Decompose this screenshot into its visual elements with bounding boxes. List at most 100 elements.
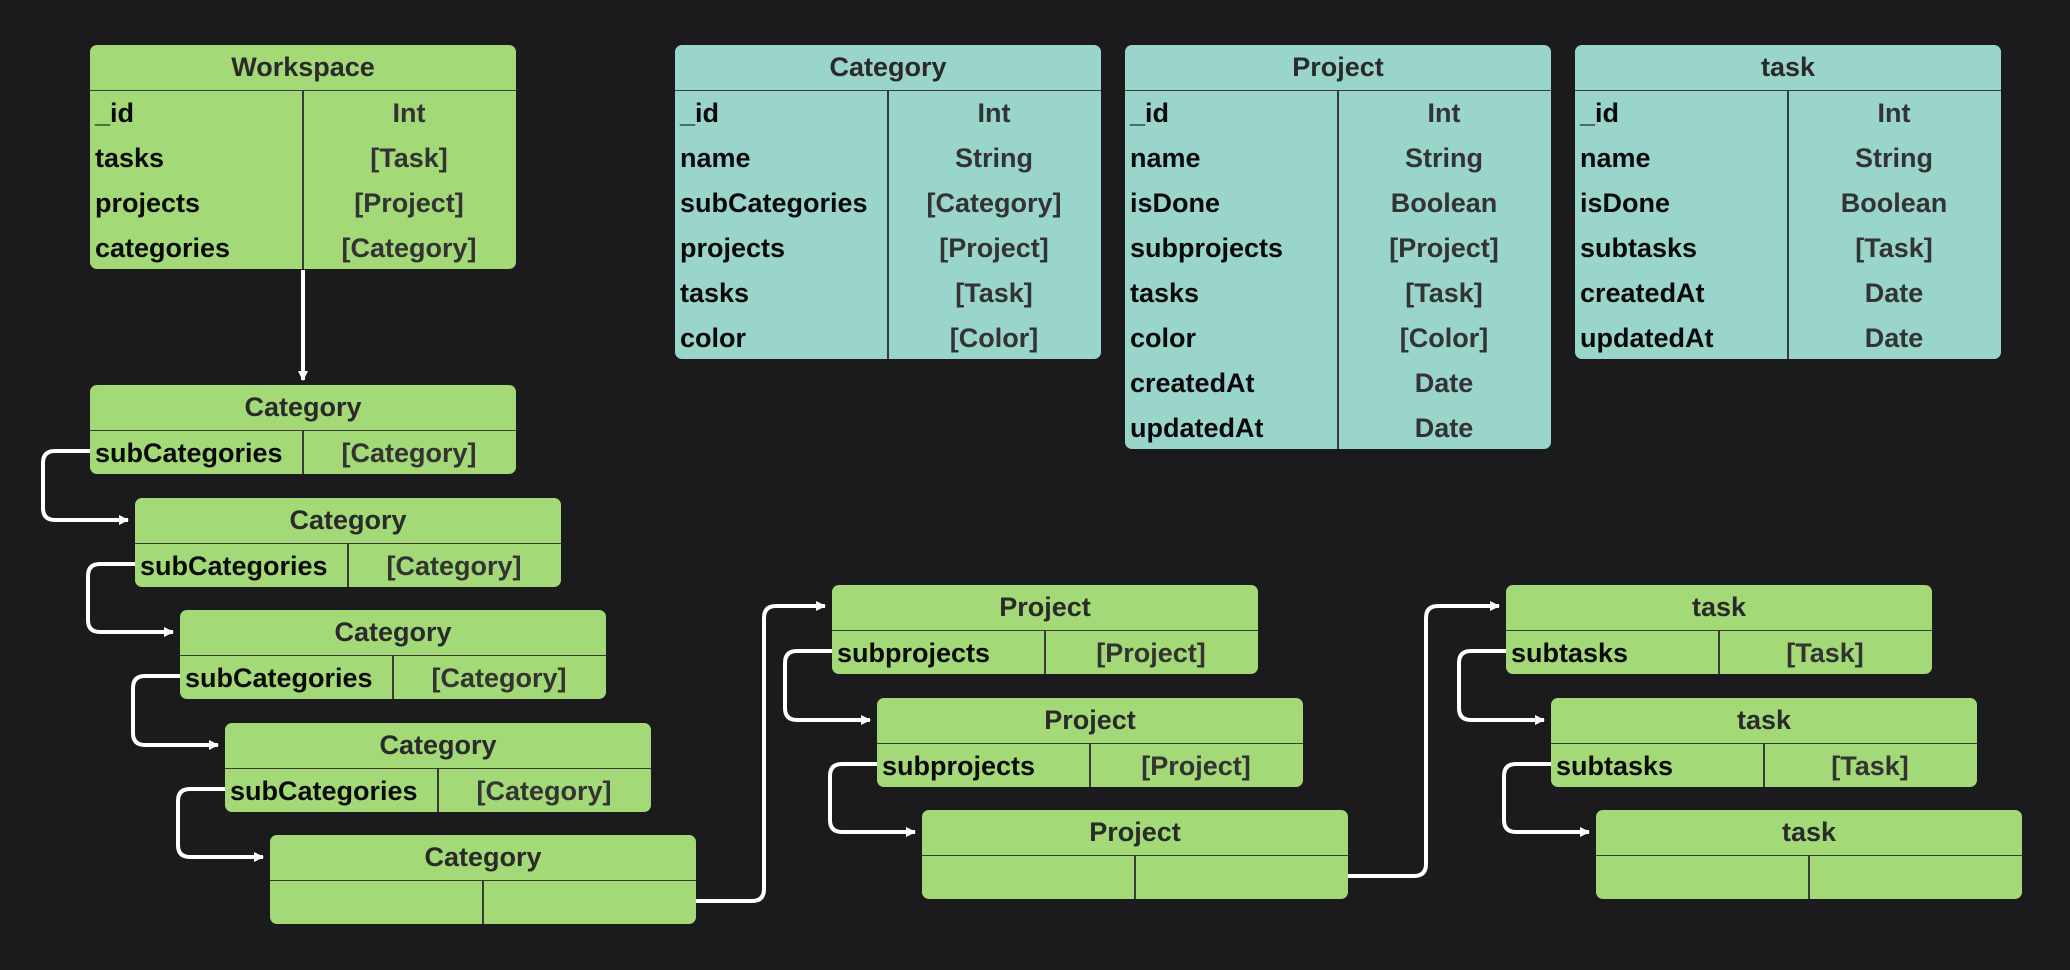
field-type: [Task] (1855, 233, 1933, 263)
category-chain-title: Category (180, 610, 606, 656)
field-name (1596, 856, 1808, 899)
field-name: _id (680, 98, 720, 128)
field-name: createdAt (1130, 368, 1255, 398)
table-row: isDone Boolean (1125, 181, 1551, 226)
field-type: [Task] (1405, 278, 1483, 308)
workspace-table-title: Workspace (90, 45, 516, 91)
task-schema-table[interactable]: task _id Int name String isDone Boolean … (1575, 45, 2001, 359)
field-name (922, 856, 1134, 899)
column-divider (1787, 90, 1789, 359)
field-type: Int (1877, 98, 1911, 128)
project-schema-table[interactable]: Project _id Int name String isDone Boole… (1125, 45, 1551, 449)
field-type: [Category] (476, 776, 612, 806)
task-schema-title: task (1575, 45, 2001, 91)
workspace-table[interactable]: Workspace _id Int tasks [Task] projects … (90, 45, 516, 269)
column-divider (1044, 630, 1046, 674)
field-name: tasks (95, 143, 165, 173)
column-divider (1337, 90, 1339, 449)
field-type: [Task] (955, 278, 1033, 308)
field-type: [Category] (926, 188, 1062, 218)
field-type: String (955, 143, 1033, 173)
field-type: [Category] (431, 663, 567, 693)
field-name (270, 881, 482, 924)
category-chain-table-2[interactable]: Category subCategories [Category] (135, 498, 561, 587)
table-row: subCategories [Category] (675, 181, 1101, 226)
column-divider (1134, 855, 1136, 899)
table-row: projects [Project] (675, 226, 1101, 271)
project-chain-table-1[interactable]: Project subprojects [Project] (832, 585, 1258, 674)
field-name: color (1130, 323, 1197, 353)
table-row: _id Int (1125, 91, 1551, 136)
table-row: name String (1125, 136, 1551, 181)
field-type: Boolean (1840, 188, 1948, 218)
field-type (482, 881, 696, 924)
field-name: subCategories (185, 663, 373, 693)
category-chain-table-3[interactable]: Category subCategories [Category] (180, 610, 606, 699)
field-type: String (1405, 143, 1483, 173)
task-chain-table-3[interactable]: task (1596, 810, 2022, 899)
field-type: [Task] (370, 143, 448, 173)
field-name: tasks (1130, 278, 1200, 308)
field-name: subCategories (230, 776, 418, 806)
field-name: _id (95, 98, 135, 128)
field-name: updatedAt (1580, 323, 1714, 353)
table-row: updatedAt Date (1575, 316, 2001, 359)
table-row: subprojects [Project] (1125, 226, 1551, 271)
field-type: Date (1864, 323, 1924, 353)
table-row: _id Int (675, 91, 1101, 136)
task-chain-title: task (1551, 698, 1977, 744)
column-divider (482, 880, 484, 924)
column-divider (392, 655, 394, 699)
category-chain-table-4[interactable]: Category subCategories [Category] (225, 723, 651, 812)
field-type (1808, 856, 2022, 899)
table-row: _id Int (90, 91, 516, 136)
category-chain-table-1[interactable]: Category subCategories [Category] (90, 385, 516, 474)
table-row: tasks [Task] (90, 136, 516, 181)
table-row: categories [Category] (90, 226, 516, 269)
project-chain-table-3[interactable]: Project (922, 810, 1348, 899)
field-name: categories (95, 233, 231, 263)
field-name: tasks (680, 278, 750, 308)
category-chain-table-5[interactable]: Category (270, 835, 696, 924)
project-schema-title: Project (1125, 45, 1551, 91)
field-name: updatedAt (1130, 413, 1264, 443)
column-divider (347, 543, 349, 587)
column-divider (887, 90, 889, 359)
field-name: subCategories (680, 188, 868, 218)
category-schema-table[interactable]: Category _id Int name String subCategori… (675, 45, 1101, 359)
column-divider (1089, 743, 1091, 787)
field-type: [Category] (341, 438, 477, 468)
category-to-project-arrow (696, 601, 826, 903)
project-chain-title: Project (922, 810, 1348, 856)
field-name: _id (1580, 98, 1620, 128)
category-chain-title: Category (135, 498, 561, 544)
task-chain-title: task (1506, 585, 1932, 631)
task-chain-table-1[interactable]: task subtasks [Task] (1506, 585, 1932, 674)
field-name: subprojects (1130, 233, 1284, 263)
field-type: Boolean (1390, 188, 1498, 218)
task-chain-table-2[interactable]: task subtasks [Task] (1551, 698, 1977, 787)
field-type: [Project] (1096, 638, 1206, 668)
field-type: Date (1414, 413, 1474, 443)
field-name: projects (680, 233, 786, 263)
column-divider (302, 430, 304, 474)
column-divider (437, 768, 439, 812)
field-type: [Category] (341, 233, 477, 263)
field-type: [Project] (1389, 233, 1499, 263)
field-name: name (680, 143, 751, 173)
table-row: updatedAt Date (1125, 406, 1551, 449)
project-chain-table-2[interactable]: Project subprojects [Project] (877, 698, 1303, 787)
table-row: color [Color] (1125, 316, 1551, 361)
category-chain-title: Category (90, 385, 516, 431)
field-type (1134, 856, 1348, 899)
field-type: Date (1864, 278, 1924, 308)
field-name: isDone (1130, 188, 1221, 218)
table-row: name String (675, 136, 1101, 181)
field-name: subCategories (140, 551, 328, 581)
category-schema-title: Category (675, 45, 1101, 91)
category-chain-title: Category (270, 835, 696, 881)
project-chain-title: Project (832, 585, 1258, 631)
field-type: [Color] (949, 323, 1039, 353)
table-row: color [Color] (675, 316, 1101, 359)
field-name: projects (95, 188, 201, 218)
